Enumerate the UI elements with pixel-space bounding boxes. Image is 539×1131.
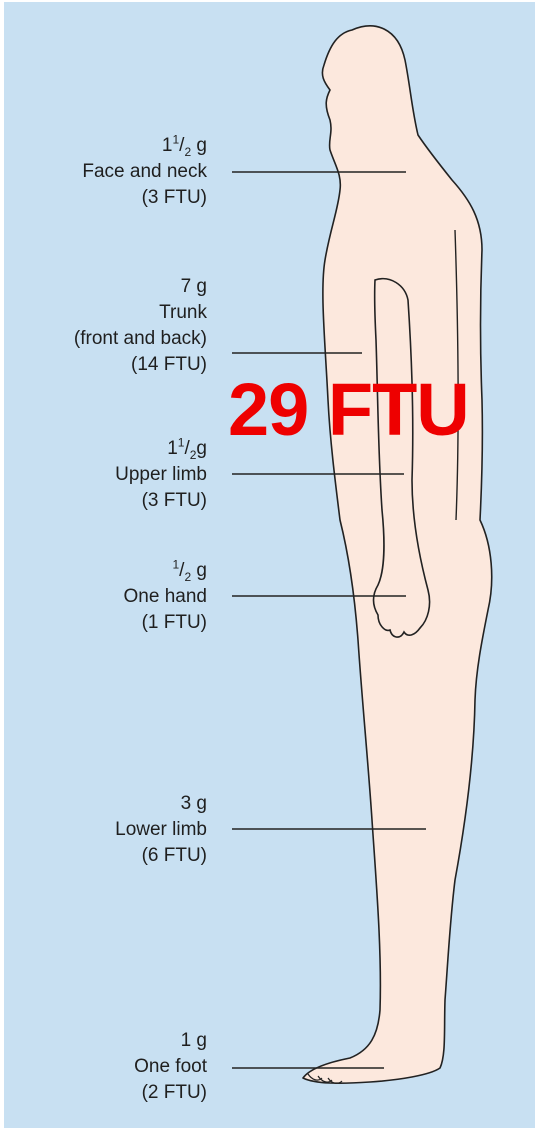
- amount-face-neck: 11/2 g: [82, 133, 207, 159]
- label-trunk: 7 g Trunk (front and back) (14 FTU): [74, 274, 207, 378]
- amount-trunk: 7 g: [74, 274, 207, 300]
- ftu-trunk: (14 FTU): [74, 352, 207, 378]
- ftu-one-hand: (1 FTU): [124, 610, 207, 636]
- ftu-upper-limb: (3 FTU): [115, 488, 207, 514]
- subname-trunk: (front and back): [74, 326, 207, 352]
- name-lower-limb: Lower limb: [115, 817, 207, 843]
- name-trunk: Trunk: [74, 300, 207, 326]
- amount-upper-limb: 11/2g: [115, 436, 207, 462]
- name-upper-limb: Upper limb: [115, 462, 207, 488]
- ftu-lower-limb: (6 FTU): [115, 843, 207, 869]
- ftu-one-foot: (2 FTU): [134, 1080, 207, 1106]
- total-ftu-label: 29 FTU: [228, 370, 469, 450]
- amount-one-hand: 1/2 g: [124, 558, 207, 584]
- name-one-hand: One hand: [124, 584, 207, 610]
- name-one-foot: One foot: [134, 1054, 207, 1080]
- label-lower-limb: 3 g Lower limb (6 FTU): [115, 791, 207, 869]
- label-upper-limb: 11/2g Upper limb (3 FTU): [115, 436, 207, 514]
- ftu-face-neck: (3 FTU): [82, 185, 207, 211]
- amount-one-foot: 1 g: [134, 1028, 207, 1054]
- label-face-neck: 11/2 g Face and neck (3 FTU): [82, 133, 207, 211]
- label-one-hand: 1/2 g One hand (1 FTU): [124, 558, 207, 636]
- name-face-neck: Face and neck: [82, 159, 207, 185]
- label-one-foot: 1 g One foot (2 FTU): [134, 1028, 207, 1106]
- amount-lower-limb: 3 g: [115, 791, 207, 817]
